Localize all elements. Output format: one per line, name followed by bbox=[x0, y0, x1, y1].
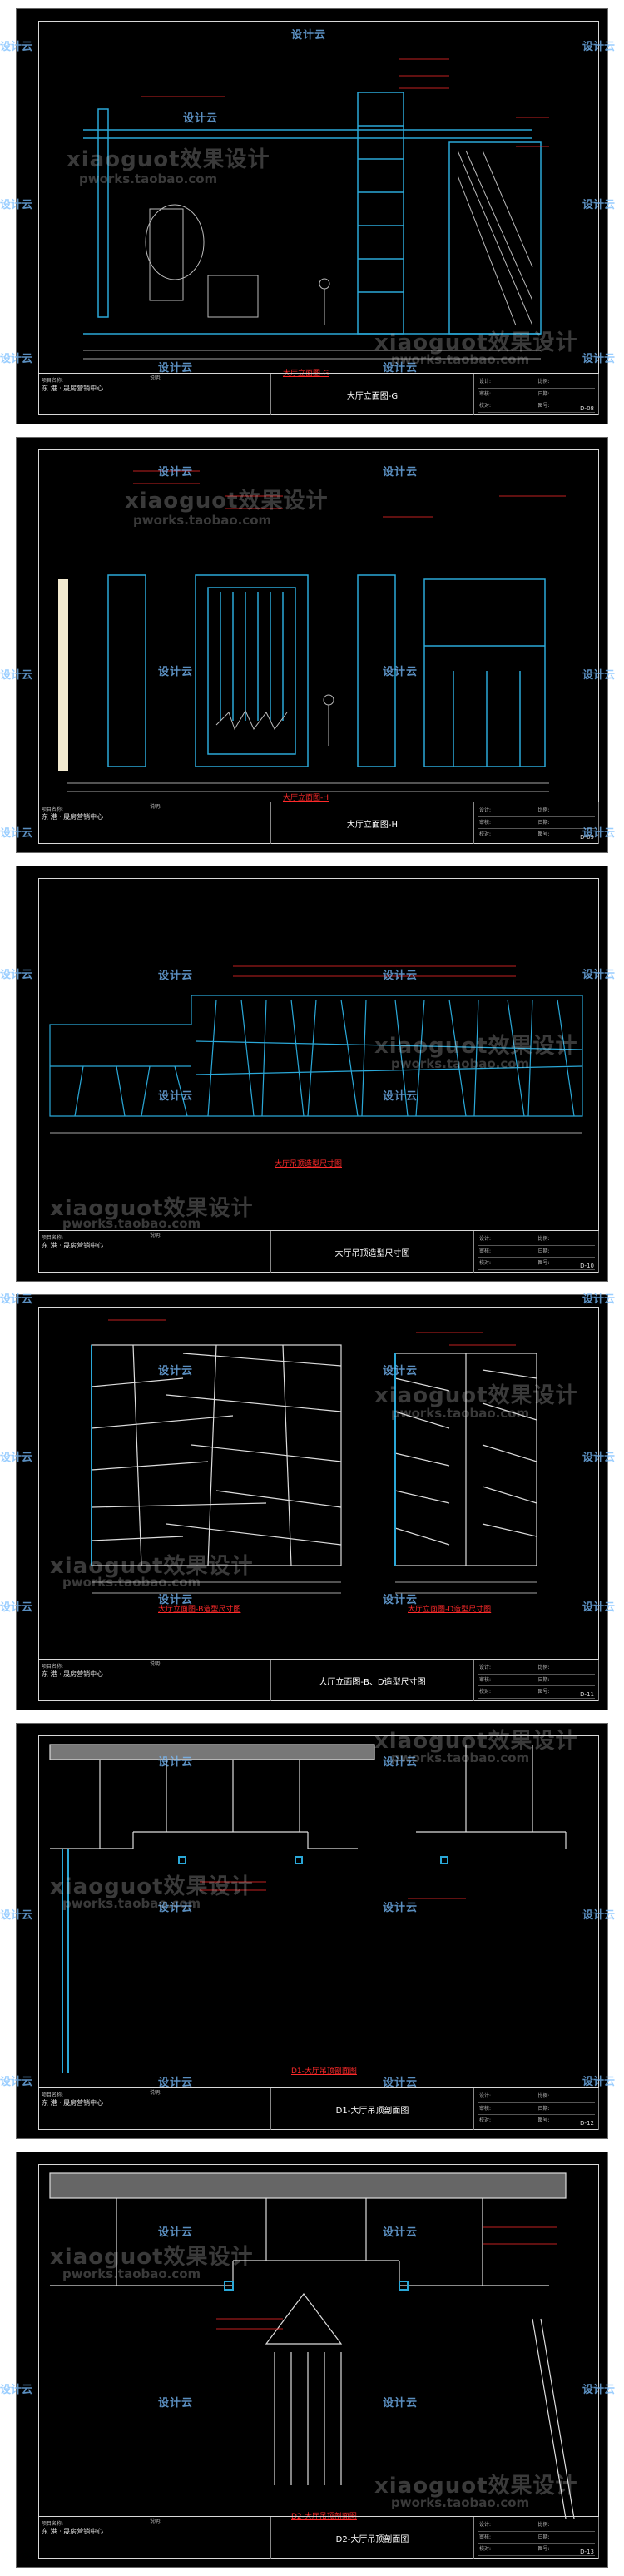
project-name: 东 港 · 晟房营销中心 bbox=[42, 2099, 104, 2107]
drawing-caption: D2-大厅吊顶剖面图 bbox=[291, 2513, 357, 2521]
drawing-caption: D1-大厅吊顶剖面图 bbox=[291, 2067, 357, 2076]
sheet-title: 大厅吊顶造型尺寸图 bbox=[271, 1231, 474, 1273]
drawing-sheet-2: 大厅立面图-H 项目名称:东 港 · 晟房营销中心 说明: 大厅立面图-H 设计… bbox=[16, 437, 608, 853]
ceiling-section-d1 bbox=[49, 1744, 567, 2073]
sheet-number: D-08 bbox=[580, 405, 594, 412]
drawing-sheet-3: 大厅吊顶造型尺寸图 项目名称:东 港 · 晟房营销中心 说明: 大厅吊顶造型尺寸… bbox=[16, 866, 608, 1282]
drawing-caption: 大厅吊顶造型尺寸图 bbox=[275, 1160, 343, 1169]
elevation-shape-drawing bbox=[91, 1319, 537, 1594]
title-block: 项目名称:东 港 · 晟房营销中心 说明: 大厅立面图-G 设计:比例: 审核:… bbox=[38, 373, 599, 415]
title-block: 项目名称:东 港 · 晟房营销中心 说明: 大厅立面图-H 设计:比例: 审核:… bbox=[38, 802, 599, 844]
sheet-title: D1-大厅吊顶剖面图 bbox=[271, 2088, 474, 2130]
drawing-sheet-5: D1-大厅吊顶剖面图 项目名称:东 港 · 晟房营销中心 说明: D1-大厅吊顶… bbox=[16, 1723, 608, 2139]
project-name: 东 港 · 晟房营销中心 bbox=[42, 1670, 104, 1678]
drawing-sheet-4: 大厅立面图-B造型尺寸图 大厅立面图-D造型尺寸图 项目名称:东 港 · 晟房营… bbox=[16, 1294, 608, 1710]
drawing-sheet-1: 大厅立面图-G 项目名称:东 港 · 晟房营销中心 说明: 大厅立面图-G 设计… bbox=[16, 8, 608, 424]
watermark-site: 设计云 bbox=[291, 29, 327, 42]
drawing-frame bbox=[38, 21, 599, 415]
title-block: 项目名称:东 港 · 晟房营销中心 说明: 大厅吊顶造型尺寸图 设计:比例: 审… bbox=[38, 1230, 599, 1273]
drawing-caption: 大厅立面图-G bbox=[283, 370, 329, 378]
project-name: 东 港 · 晟房营销中心 bbox=[42, 385, 104, 392]
elevation-drawing-h bbox=[58, 470, 566, 792]
drawing-caption: 大厅立面图-H bbox=[283, 794, 329, 802]
meta-cell: 设计:比例: 审核:日期: 校对:图号: bbox=[474, 374, 599, 415]
title-block: 项目名称:东 港 · 晟房营销中心 说明: D2-大厅吊顶剖面图 设计:比例: … bbox=[38, 2516, 599, 2559]
elevation-drawing-g bbox=[83, 58, 549, 360]
project-name: 东 港 · 晟房营销中心 bbox=[42, 813, 104, 821]
ceiling-shape-drawing bbox=[49, 965, 583, 1134]
sheet-number: D-12 bbox=[580, 2120, 594, 2127]
project-name: 东 港 · 晟房营销中心 bbox=[42, 1242, 104, 1249]
watermark-brand: xiaoguot效果设计 bbox=[67, 147, 270, 172]
sheet-number: D-13 bbox=[580, 2549, 594, 2555]
title-block: 项目名称:东 港 · 晟房营销中心 说明: D1-大厅吊顶剖面图 设计:比例: … bbox=[38, 2087, 599, 2130]
drawing-sheet-6: D2-大厅吊顶剖面图 项目名称:东 港 · 晟房营销中心 说明: D2-大厅吊顶… bbox=[16, 2152, 608, 2568]
sheet-title: 大厅立面图-B、D造型尺寸图 bbox=[271, 1660, 474, 1701]
sheet-number: D-11 bbox=[580, 1691, 594, 1698]
project-cell: 项目名称:东 港 · 晟房营销中心 bbox=[38, 374, 146, 415]
title-block: 项目名称:东 港 · 晟房营销中心 说明: 大厅立面图-B、D造型尺寸图 设计:… bbox=[38, 1659, 599, 1701]
watermark-url: pworks.taobao.com bbox=[79, 171, 218, 186]
sheet-title: 大厅立面图-G bbox=[271, 374, 474, 415]
ceiling-section-d2 bbox=[49, 2172, 575, 2519]
sheet-number: D-10 bbox=[580, 1263, 594, 1269]
notes-cell: 说明: bbox=[146, 374, 271, 415]
drawing-caption-d: 大厅立面图-D造型尺寸图 bbox=[408, 1606, 492, 1614]
sheet-number: D-09 bbox=[580, 834, 594, 841]
drawing-caption-b: 大厅立面图-B造型尺寸图 bbox=[158, 1606, 241, 1614]
sheet-title: 大厅立面图-H bbox=[271, 802, 474, 844]
project-name: 东 港 · 晟房营销中心 bbox=[42, 2528, 104, 2535]
sheet-title: D2-大厅吊顶剖面图 bbox=[271, 2517, 474, 2559]
